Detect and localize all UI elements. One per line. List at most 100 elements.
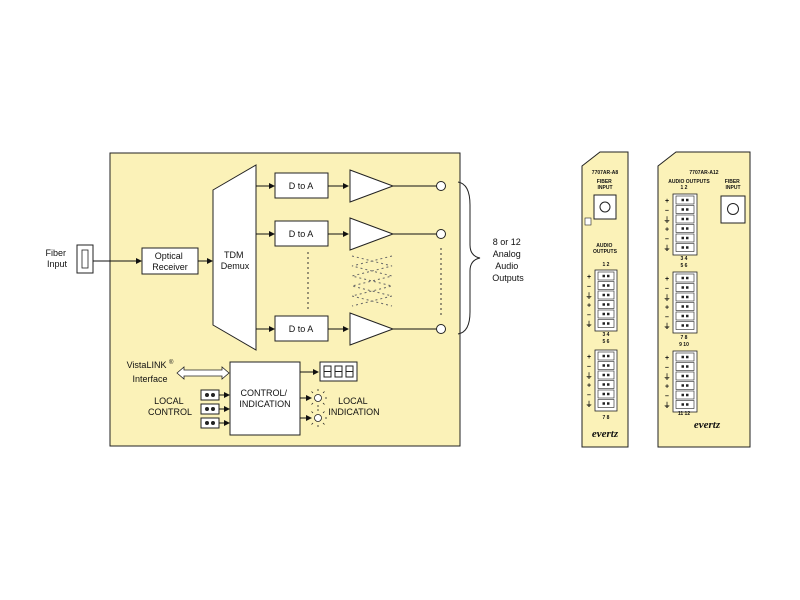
- channel-numbers: 5 6: [603, 339, 610, 345]
- terminal-polarity-label: +: [665, 384, 669, 391]
- terminal-slot: [675, 292, 695, 302]
- model-label: 7707AR-A8: [592, 170, 619, 176]
- channel-numbers: 1 2: [603, 262, 610, 268]
- terminal-polarity-label: +: [665, 276, 669, 283]
- output-terminal: [436, 229, 446, 239]
- vistalink-double-arrow-icon: [176, 366, 230, 380]
- rear-panel-a8: 7707AR-A8 FIBER INPUT AUDIO OUTPUTS 1 2 …: [581, 151, 629, 448]
- output-terminal: [436, 181, 446, 191]
- dac-label: D to A: [289, 181, 314, 191]
- channel-numbers: 11 12: [678, 411, 690, 417]
- terminal-polarity-label: –: [665, 236, 669, 243]
- dac-label: D to A: [289, 229, 314, 239]
- terminal-polarity-label: ⏚: [586, 401, 593, 409]
- terminal-block: +–⏚+–⏚: [586, 269, 618, 332]
- optical-receiver-block: [141, 247, 199, 275]
- terminal-block: +–⏚+–⏚: [664, 350, 698, 413]
- control-indication-block: [229, 361, 301, 436]
- optical-receiver-label: Optical Receiver: [152, 251, 188, 272]
- channel-numbers: 7 8: [603, 415, 610, 421]
- terminal-polarity-label: ⏚: [664, 402, 671, 410]
- fiber-input-label: FIBER INPUT: [725, 179, 741, 191]
- dac-label: D to A: [289, 324, 314, 334]
- local-control-label: LOCAL CONTROL: [148, 396, 192, 417]
- terminal-slot: [597, 281, 615, 290]
- terminal-polarity-label: –: [665, 314, 669, 321]
- dac-row-n: D to A: [256, 312, 446, 346]
- terminal-polarity-label: –: [665, 286, 669, 293]
- audio-outputs-label: AUDIO OUTPUTS: [668, 179, 710, 185]
- terminal-polarity-label: –: [587, 392, 591, 399]
- terminal-polarity-label: +: [587, 354, 591, 361]
- terminal-slot: [597, 271, 615, 281]
- terminal-polarity-label: –: [587, 284, 591, 291]
- outputs-brace: [457, 181, 481, 335]
- amplifier-triangle: [349, 169, 395, 203]
- terminal-polarity-label: –: [665, 208, 669, 215]
- led-indicator-icon: [309, 389, 327, 407]
- terminal-polarity-label: –: [587, 364, 591, 371]
- terminal-polarity-label: ⏚: [586, 292, 593, 300]
- terminal-polarity-label: –: [665, 365, 669, 372]
- terminal-slot: [597, 300, 615, 309]
- vistalink-interface-label: Interface: [132, 374, 167, 384]
- terminal-slot: [675, 283, 695, 292]
- vistalink-label: VistaLINK ®: [127, 359, 174, 370]
- audio-outputs-label: AUDIO OUTPUTS: [593, 243, 618, 255]
- terminal-polarity-label: ⏚: [664, 323, 671, 331]
- terminal-slot: [675, 321, 695, 330]
- terminal-slot: [597, 351, 615, 361]
- terminal-polarity-label: +: [587, 274, 591, 281]
- terminal-polarity-label: –: [665, 393, 669, 400]
- terminal-slot: [675, 243, 695, 252]
- terminal-slot: [675, 400, 695, 409]
- terminal-block: +–⏚+–⏚: [664, 193, 698, 256]
- fiber-input-label: Fiber Input: [45, 248, 68, 269]
- terminal-polarity-label: ⏚: [586, 372, 593, 380]
- dac-block: [274, 172, 329, 199]
- terminal-slot: [597, 319, 615, 328]
- terminal-slot: [597, 290, 615, 300]
- terminal-block: +–⏚+–⏚: [664, 271, 698, 334]
- fiber-input-label: FIBER INPUT: [597, 179, 613, 191]
- terminal-polarity-label: +: [665, 198, 669, 205]
- terminal-slot: [597, 380, 615, 389]
- terminal-slot: [675, 311, 695, 321]
- terminal-polarity-label: ⏚: [664, 245, 671, 253]
- channel-numbers: 5 6: [681, 263, 688, 269]
- dac-block: [274, 315, 329, 342]
- dac-row-2: D to A: [256, 217, 446, 251]
- terminal-polarity-label: +: [587, 383, 591, 390]
- terminal-slot: [675, 214, 695, 224]
- channel-numbers: 1 2: [681, 185, 688, 191]
- channel-numbers: 3 4: [681, 256, 688, 262]
- terminal-slot: [597, 361, 615, 370]
- terminal-polarity-label: +: [665, 305, 669, 312]
- terminal-slot: [597, 309, 615, 319]
- terminal-slot: [675, 273, 695, 283]
- terminal-slot: [675, 302, 695, 311]
- model-label: 7707AR-A12: [689, 170, 718, 176]
- terminal-slot: [675, 381, 695, 390]
- evertz-logo: evertz: [694, 419, 721, 431]
- terminal-slot: [675, 233, 695, 243]
- local-indication-label: LOCAL INDICATION: [328, 396, 379, 417]
- channel-numbers: 3 4: [603, 332, 610, 338]
- terminal-slot: [675, 224, 695, 233]
- terminal-polarity-label: +: [665, 355, 669, 362]
- terminal-slot: [597, 370, 615, 380]
- local-control-buttons: [200, 389, 220, 429]
- terminal-polarity-label: +: [665, 227, 669, 234]
- terminal-polarity-label: ⏚: [586, 321, 593, 329]
- terminal-slot: [675, 195, 695, 205]
- tdm-demux-block: [212, 164, 257, 351]
- amplifier-triangle: [349, 312, 395, 346]
- led-indicator-icon: [309, 409, 327, 427]
- terminal-polarity-label: –: [587, 312, 591, 319]
- channel-numbers: 7 8: [681, 335, 688, 341]
- terminal-slot: [675, 205, 695, 214]
- terminal-polarity-label: +: [587, 303, 591, 310]
- terminal-slot: [675, 352, 695, 362]
- dac-row-1: D to A: [256, 169, 446, 203]
